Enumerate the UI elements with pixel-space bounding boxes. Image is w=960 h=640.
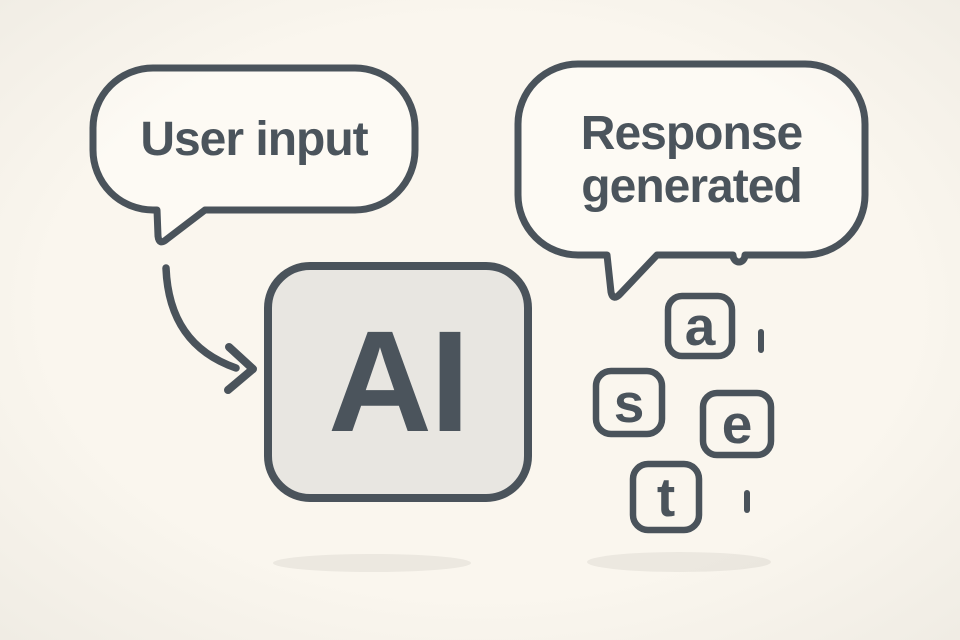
letter-tile-e-label: e [721,393,753,455]
user-input-bubble-icon [89,64,419,246]
letter-tile-t [629,460,703,534]
curved-arrow-icon [162,264,257,394]
letter-tile-e [699,389,775,459]
curved-arrow-shaft [162,264,240,372]
user-input-bubble-label: User input [140,112,368,166]
ai-box-shadow [273,554,471,572]
letter-tile-s-label: s [613,371,645,434]
response-bubble-icon [514,60,869,301]
letter-tile-s [592,367,666,438]
ai-box-label: AI [328,301,470,462]
response-bubble-line2: generated [581,159,802,213]
curved-arrow-head [224,343,257,394]
response-bubble-line1: Response [580,106,803,160]
letter-tile-a-label: a [684,295,716,357]
response-bubble-label: Response generated [518,64,865,255]
tiles-shadow [587,552,771,572]
letter-tile-a [664,292,736,360]
letter-tile-t-label: t [656,466,676,528]
ai-chip-box [264,262,532,502]
